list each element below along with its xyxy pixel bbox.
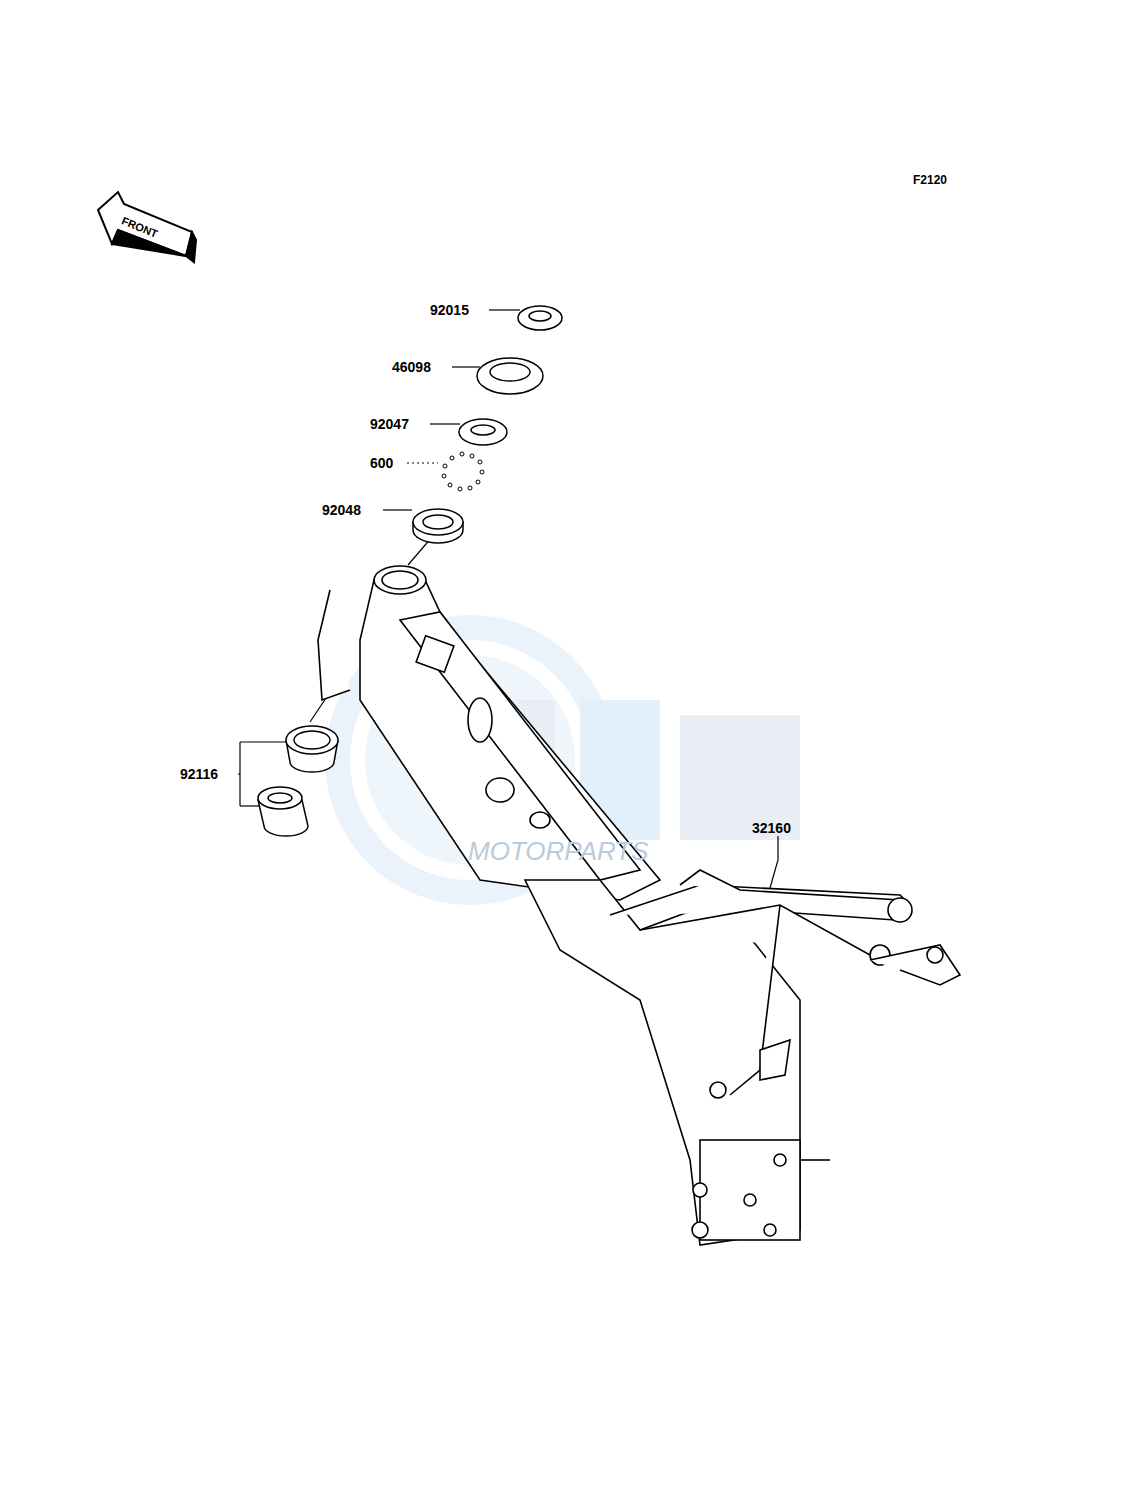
callout-number: 92047: [370, 417, 409, 431]
callout-number: 92048: [322, 503, 361, 517]
frame-drawing: [318, 566, 960, 1245]
callout-number: 46098: [392, 360, 431, 374]
callout-number: 92015: [430, 303, 469, 317]
callout-number: 92116: [180, 767, 218, 781]
front-arrow: [98, 192, 196, 262]
callout-number: 32160: [752, 821, 791, 835]
watermark-text: MOTORPARTS: [468, 838, 649, 864]
figure-code: F2120: [913, 174, 947, 186]
callout-number: 600: [370, 456, 393, 470]
